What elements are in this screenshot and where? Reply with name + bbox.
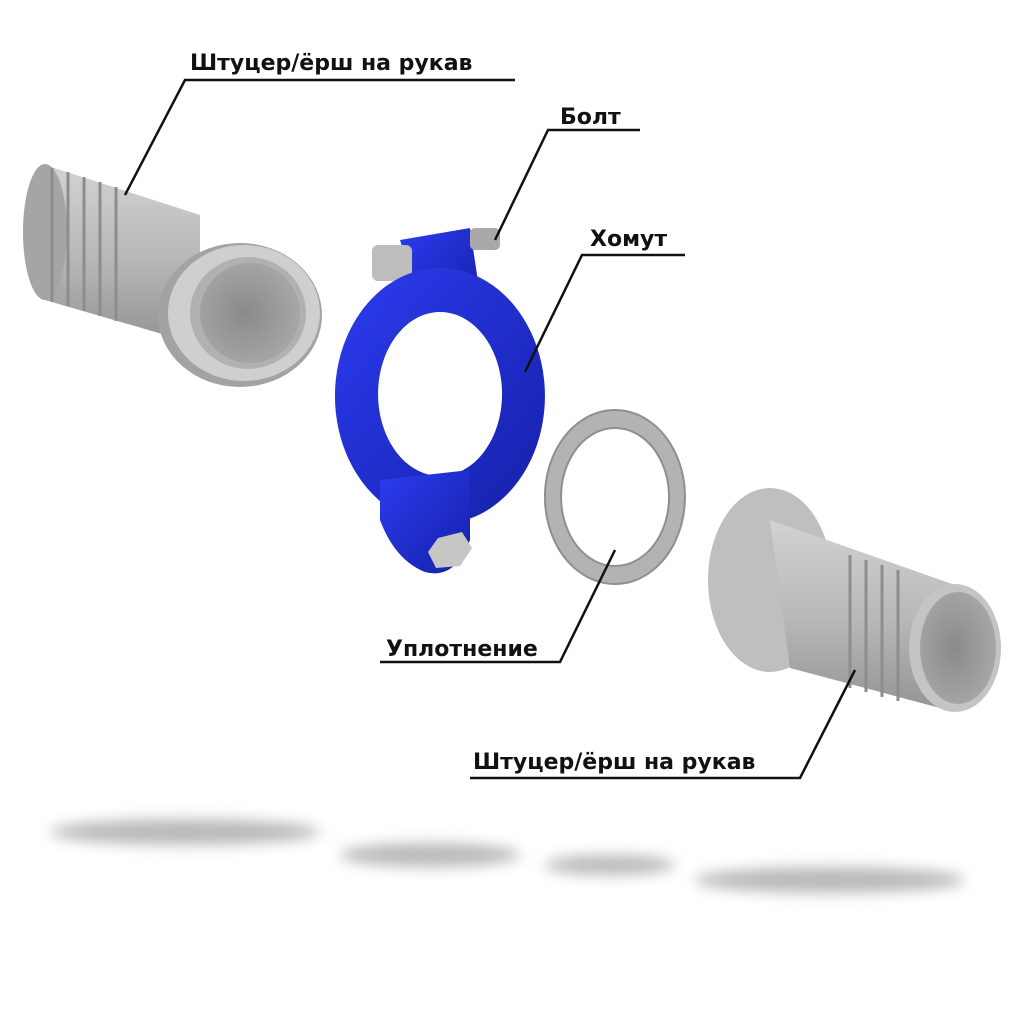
bolt-nut-left (372, 245, 412, 281)
callout-fitting-top: Штуцер/ёрш на рукав (123, 51, 515, 196)
label-bolt: Болт (560, 105, 621, 130)
label-fitting-bottom: Штуцер/ёрш на рукав (473, 750, 755, 775)
floor-shadows (50, 819, 965, 893)
label-seal: Уплотнение (386, 637, 538, 662)
clamp (334, 228, 545, 574)
seal-gasket (543, 409, 686, 585)
callout-bolt: Болт (493, 105, 640, 241)
label-clamp: Хомут (590, 227, 667, 252)
callout-fitting-bottom: Штуцер/ёрш на рукав (470, 669, 857, 780)
callout-clamp: Хомут (523, 227, 685, 373)
hose-fitting-bottom-right (708, 488, 1001, 712)
bolt-end (470, 228, 500, 250)
label-fitting-top: Штуцер/ёрш на рукав (190, 51, 472, 76)
callout-seal: Уплотнение (380, 549, 617, 664)
hose-fitting-top-left (23, 164, 322, 387)
bolt-nut-bottom (428, 532, 472, 568)
